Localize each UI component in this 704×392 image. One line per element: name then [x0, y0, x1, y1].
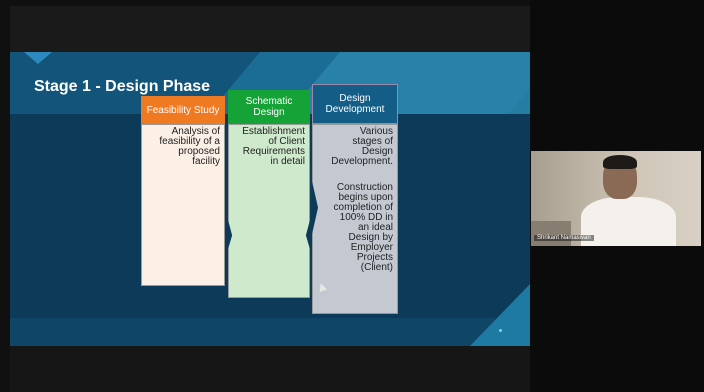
body-line: Construction: [336, 182, 393, 193]
slide-footer-band: [10, 318, 530, 346]
participant-shirt: [581, 197, 676, 246]
video-background-shadow: [531, 221, 571, 246]
body-line: of Client: [268, 136, 305, 147]
body-line: 100% DD in: [339, 212, 393, 223]
body-line: Employer: [350, 242, 393, 253]
body-line: feasibility of a: [159, 136, 220, 147]
column-header-label: Schematic: [245, 96, 293, 107]
body-line: stages of: [352, 136, 393, 147]
column-header: Feasibility Study: [141, 96, 225, 124]
column-header: Design Development: [312, 84, 398, 124]
column-header: Schematic Design: [228, 90, 310, 124]
column-body: Establishment of Client Requirements in …: [228, 124, 310, 298]
slide-decor-triangle: [470, 284, 530, 346]
slide-decor-triangle: [24, 52, 52, 64]
body-line: Analysis of: [171, 126, 220, 137]
column-header-label: Feasibility Study: [146, 104, 220, 116]
participant-name-label: Shrikant Namasivan: [534, 235, 594, 241]
column-header-label: Design: [339, 93, 371, 104]
body-line: Requirements: [242, 146, 305, 157]
column-body: Analysis of feasibility of a proposed fa…: [141, 124, 225, 286]
body-line: proposed: [178, 146, 220, 157]
share-top-margin: [10, 6, 530, 52]
body-line: Development.: [331, 156, 393, 167]
share-bottom-margin: [10, 346, 530, 392]
body-line: completion of: [333, 202, 393, 213]
body-line: in detail: [270, 156, 305, 167]
body-line: (Client): [360, 262, 393, 273]
body-line: Establishment: [242, 126, 305, 137]
body-line: Design: [361, 146, 393, 157]
body-line: Projects: [356, 252, 393, 263]
body-line: Design by: [348, 232, 393, 243]
body-line: an ideal: [357, 222, 393, 233]
column-header-label: Development: [325, 104, 385, 115]
participant-video-tile[interactable]: Shrikant Namasivan: [531, 151, 701, 246]
body-line: facility: [192, 156, 220, 167]
column-header-label: Design: [253, 107, 285, 118]
participant-hair: [603, 155, 637, 169]
slide-title: Stage 1 - Design Phase: [34, 78, 211, 95]
body-line: begins upon: [338, 192, 394, 203]
slide-page-marker: [499, 329, 502, 332]
body-line: Various: [359, 126, 393, 137]
column-body: Various stages of Design Development. Co…: [312, 124, 398, 314]
